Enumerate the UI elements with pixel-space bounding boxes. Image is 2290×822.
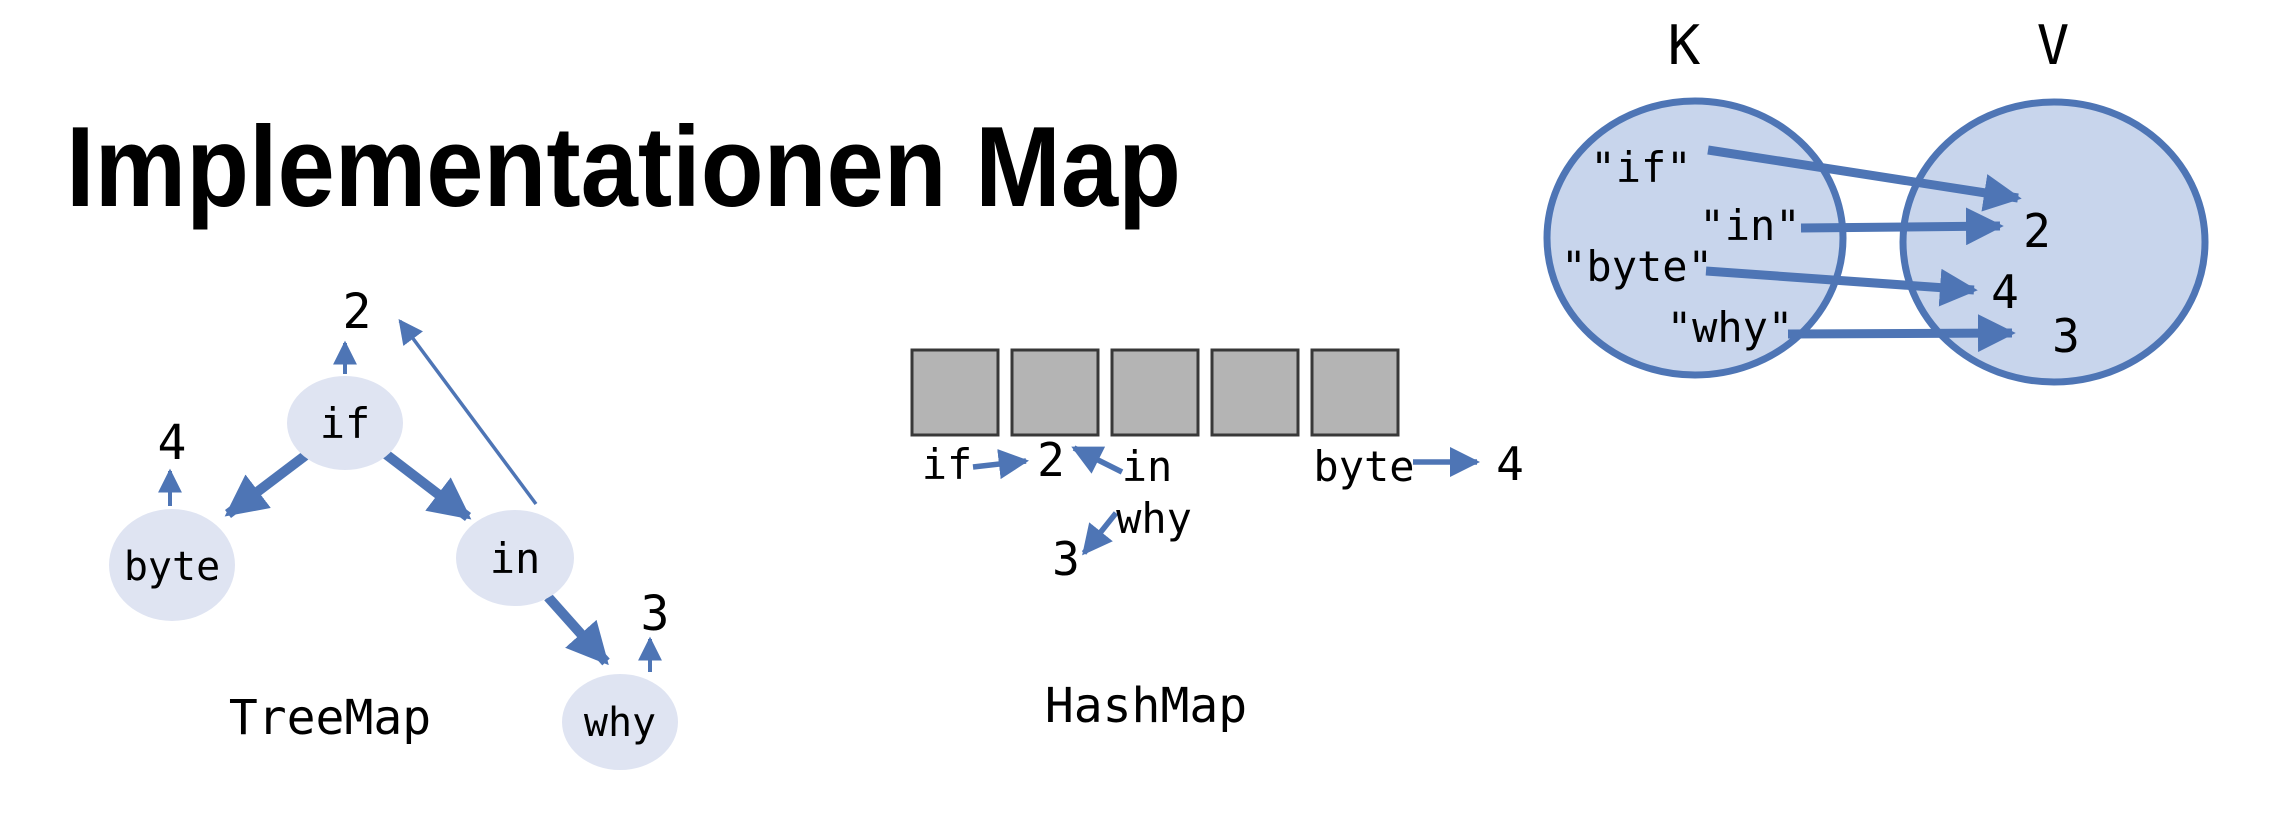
map-if-to-2-arrow [1707, 145, 2022, 212]
tree-value-2: 2 [343, 284, 372, 340]
value-set-label: V [2037, 14, 2070, 77]
hashmap-bucket-0 [910, 348, 1000, 437]
tree-edge-if-to-in-arrow [379, 448, 472, 521]
tree-node-why: why [562, 674, 678, 770]
page-title: Implementationen Map [66, 104, 1181, 231]
hash-key-if: if [922, 440, 973, 489]
key-set-ellipse [1543, 97, 1847, 379]
hashmap-caption: HashMap [1045, 678, 1247, 734]
map-key-in: "in" [1699, 201, 1800, 250]
map-key-why: "why" [1667, 303, 1793, 352]
tree-node-if-label: if [320, 399, 371, 448]
value-set-ellipse [1899, 98, 2209, 386]
hashmap-bucket-4 [1310, 348, 1400, 437]
map-key-byte: "byte" [1561, 242, 1713, 291]
tree-in-to-value-2-arrow [398, 319, 538, 506]
hash-value-2: 2 [1037, 433, 1065, 487]
hash-value-4: 4 [1496, 437, 1524, 491]
map-byte-to-4-arrow [1705, 266, 1978, 307]
hashmap-bucket-1 [1010, 348, 1100, 437]
hash-key-byte: byte [1313, 442, 1414, 491]
key-set-label: K [1668, 14, 1701, 77]
tree-edge-if-to-byte-arrow [224, 448, 314, 518]
map-in-to-2-arrow [1800, 207, 2004, 246]
tree-node-in-circle [456, 510, 574, 606]
kv-mapping-diagram: K V "if" "in" "byte" "why" 2 4 3 [1543, 14, 2209, 386]
tree-node-byte-circle [109, 509, 235, 621]
treemap-diagram: if byte in why 2 4 3 TreeMap [109, 284, 678, 770]
map-value-4: 4 [1991, 265, 2019, 319]
hashmap-bucket-array [910, 348, 1400, 437]
tree-node-byte: byte [109, 509, 235, 621]
map-why-to-3-arrow [1787, 314, 2016, 353]
tree-node-if-circle [287, 376, 403, 470]
hash-in-to-2-arrow [1071, 445, 1124, 475]
tree-node-in: in [456, 510, 574, 606]
map-key-if: "if" [1590, 143, 1691, 192]
map-value-2: 2 [2023, 204, 2051, 258]
tree-value-4: 4 [158, 415, 187, 471]
hash-key-in: in [1122, 442, 1173, 491]
hashmap-bucket-2 [1110, 348, 1200, 437]
tree-node-in-label: in [490, 534, 541, 583]
map-value-3: 3 [2052, 309, 2080, 363]
hash-why-to-3-arrow [1081, 511, 1119, 556]
tree-value-3: 3 [641, 586, 670, 642]
tree-node-why-circle [562, 674, 678, 770]
hashmap-bucket-3 [1210, 348, 1300, 437]
hash-if-to-2-arrow [972, 449, 1030, 480]
hash-key-why: why [1116, 494, 1192, 543]
tree-edge-in-to-why-arrow [544, 593, 610, 666]
tree-node-byte-label: byte [124, 544, 220, 590]
tree-node-if: if [287, 376, 403, 470]
hashmap-diagram: if 2 in why 3 byte 4 HashMap [910, 348, 1524, 734]
tree-node-why-label: why [584, 700, 656, 746]
treemap-caption: TreeMap [229, 690, 431, 746]
hash-value-3: 3 [1052, 532, 1080, 586]
